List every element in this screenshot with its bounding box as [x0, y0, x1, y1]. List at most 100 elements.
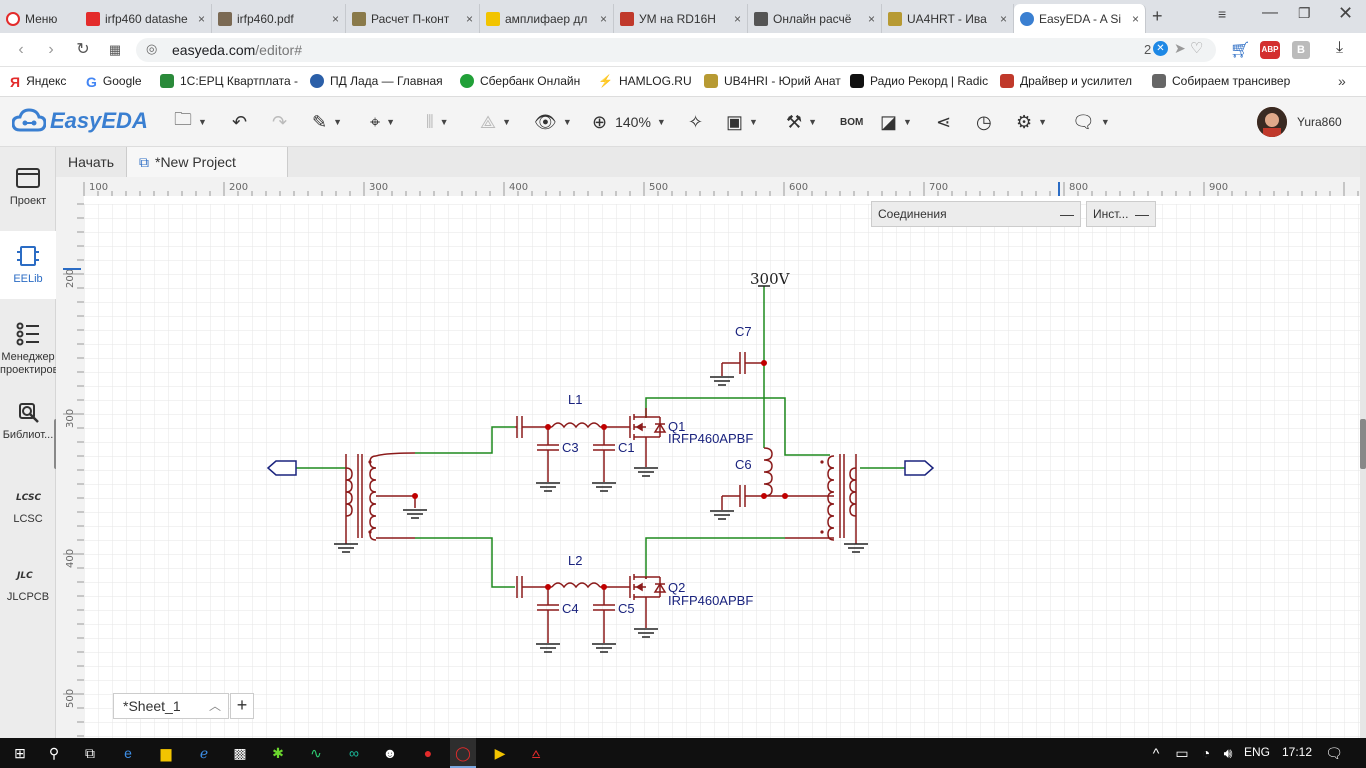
minimize-icon[interactable]: — — [1060, 206, 1074, 222]
new-tab-button[interactable]: + — [1152, 6, 1163, 26]
align-menu-button[interactable]: ⫴▼ — [426, 109, 448, 135]
view-menu-button[interactable]: 👁︎▼ — [534, 109, 572, 135]
acrobat-icon[interactable]: ⩟ — [531, 745, 541, 761]
url-field[interactable]: ◎ easyeda.com/editor# 2 ✕ ➤ ♡ — [136, 38, 1216, 62]
minimize-icon[interactable]: — — [1135, 206, 1149, 222]
alien-app-icon[interactable]: ☻ — [382, 745, 398, 761]
browser-tab-4[interactable]: амплифаер дл × — [480, 4, 614, 33]
edge-icon[interactable]: e — [124, 745, 132, 761]
sidebar-item-jlcpcb[interactable]: JLC JLCPCB — [0, 561, 56, 611]
label-C5[interactable]: C5 — [618, 601, 635, 616]
browser-tab-5[interactable]: УМ на RD16H × — [614, 4, 748, 33]
label-L1[interactable]: L1 — [568, 392, 582, 407]
undo-button[interactable]: ↶ — [232, 109, 247, 135]
browser-tab-3[interactable]: Расчет П-конт × — [346, 4, 480, 33]
search-icon[interactable]: ⚲ — [48, 745, 60, 761]
translate-icon[interactable]: ✕ — [1153, 41, 1168, 56]
oscilloscope-icon[interactable]: ∿ — [310, 745, 322, 761]
close-icon[interactable]: × — [197, 11, 205, 26]
show-hidden-icons-icon[interactable]: ^ — [1152, 745, 1160, 761]
send-icon[interactable]: ➤ — [1174, 40, 1186, 56]
output-port[interactable] — [904, 460, 935, 476]
close-icon[interactable]: × — [599, 11, 607, 26]
design-manager-button[interactable]: ✧ — [688, 109, 703, 135]
close-icon[interactable]: × — [733, 11, 741, 26]
speed-dial-icon[interactable]: ▦ — [108, 42, 122, 57]
bookmark-ub4hri[interactable]: UB4HRI - Юрий Анат — [704, 74, 841, 88]
extension-badge[interactable]: 2 — [1144, 42, 1152, 57]
bookmark-radiorecord[interactable]: Радио Рекорд | Radic — [850, 74, 988, 88]
help-menu-button[interactable]: 🗨︎▼ — [1072, 109, 1110, 135]
file-explorer-icon[interactable]: ▆ — [160, 745, 172, 761]
browser-tab-easyeda[interactable]: EasyEDA - A Si × — [1014, 4, 1146, 33]
sidebar-item-project[interactable]: Проект — [0, 165, 56, 221]
notifications-icon[interactable]: 🗨︎ — [1325, 745, 1343, 761]
connections-panel[interactable]: Соединения — — [871, 201, 1081, 227]
chevron-up-icon[interactable]: ︿ — [208, 699, 221, 713]
internet-explorer-icon[interactable]: ℯ — [199, 745, 209, 761]
tab-menu-icon[interactable]: ≡ — [1218, 6, 1227, 22]
supply-net-label[interactable]: 300V — [750, 270, 791, 288]
label-C7[interactable]: C7 — [735, 324, 752, 339]
close-icon[interactable]: × — [1131, 11, 1139, 26]
cart-icon[interactable]: 🛒︎ — [1230, 42, 1251, 59]
label-C4[interactable]: C4 — [562, 601, 579, 616]
sidebar-item-libraries[interactable]: Библиот... — [0, 399, 56, 455]
label-Q2-value[interactable]: IRFP460APBF — [668, 593, 753, 608]
label-C1[interactable]: C1 — [618, 440, 635, 455]
bookmark-transceiver[interactable]: Собираем трансивер — [1152, 74, 1290, 88]
username[interactable]: Yura860 — [1297, 115, 1342, 129]
back-icon[interactable]: ‹ — [18, 41, 24, 58]
language-indicator[interactable]: ENG — [1244, 745, 1271, 759]
close-icon[interactable]: × — [331, 11, 339, 26]
browser-tab-1[interactable]: irfp460 datashe × — [80, 4, 212, 33]
theme-menu-button[interactable]: ◪▼ — [880, 109, 912, 135]
task-view-icon[interactable]: ⧉ — [85, 745, 95, 761]
opera-taskbar-icon[interactable]: ◯ — [450, 738, 476, 768]
share-button[interactable]: ⋖ — [936, 109, 951, 135]
label-L2[interactable]: L2 — [568, 553, 582, 568]
redo-button[interactable]: ↷ — [272, 109, 287, 135]
reload-icon[interactable]: ↻ — [76, 41, 90, 58]
battery-icon[interactable]: ▭ — [1175, 745, 1189, 761]
close-icon[interactable]: × — [867, 11, 875, 26]
sidebar-item-lcsc[interactable]: LCSC LCSC — [0, 483, 56, 531]
place-menu-button[interactable]: ⌖▼ — [370, 109, 395, 135]
flip-menu-button[interactable]: ⟁▼ — [480, 109, 511, 135]
browser-tab-2[interactable]: irfp460.pdf × — [212, 4, 346, 33]
heart-icon[interactable]: ♡ — [1190, 40, 1204, 57]
windows-start-icon[interactable]: ⊞ — [14, 745, 26, 761]
label-C3[interactable]: C3 — [562, 440, 579, 455]
media-player-icon[interactable]: ▶ — [494, 745, 506, 761]
bookmark-lada[interactable]: ПД Лада — Главная — [310, 74, 443, 88]
sidebar-item-design-manager[interactable]: Менеджер проектиров — [0, 321, 59, 381]
close-icon[interactable]: × — [999, 11, 1007, 26]
app-icon[interactable]: ▩ — [233, 745, 247, 761]
volume-icon[interactable]: 🔊︎ — [1223, 745, 1233, 761]
tools-panel[interactable]: Инст... — — [1086, 201, 1156, 227]
convert-menu-button[interactable]: ▣▼ — [726, 109, 758, 135]
browser-tab-7[interactable]: UA4HRT - Ива × — [882, 4, 1014, 33]
avatar[interactable] — [1257, 107, 1287, 137]
label-Q2[interactable]: Q2 — [668, 580, 685, 595]
forward-icon[interactable]: › — [48, 41, 54, 58]
tools-menu-button[interactable]: ⚒▼ — [786, 109, 817, 135]
add-sheet-button[interactable]: + — [230, 693, 254, 719]
arduino-icon[interactable]: ∞ — [349, 745, 359, 761]
zoom-menu-button[interactable]: ⊕140%▼ — [592, 109, 666, 135]
clock[interactable]: 17:12 — [1282, 745, 1313, 759]
network-icon[interactable]: ◔ — [1201, 745, 1211, 761]
label-Q1[interactable]: Q1 — [668, 419, 685, 434]
restore-icon[interactable]: ❐ — [1298, 5, 1311, 21]
more-bookmarks-icon[interactable]: » — [1338, 73, 1346, 89]
settings-menu-button[interactable]: ⚙▼ — [1016, 109, 1047, 135]
file-menu-button[interactable]: 🗀︎▼ — [174, 109, 207, 135]
browser-tab-6[interactable]: Онлайн расчё × — [748, 4, 882, 33]
close-window-icon[interactable]: ✕ — [1338, 3, 1354, 23]
tab-start[interactable]: Начать — [68, 154, 115, 170]
right-panel-collapse-handle[interactable] — [1360, 419, 1366, 469]
input-port[interactable] — [266, 460, 297, 476]
adblock-icon[interactable]: ABP — [1260, 41, 1280, 59]
schematic-canvas[interactable]: 100 200 300 400 500 600 700 800 900 200 … — [56, 177, 1360, 738]
